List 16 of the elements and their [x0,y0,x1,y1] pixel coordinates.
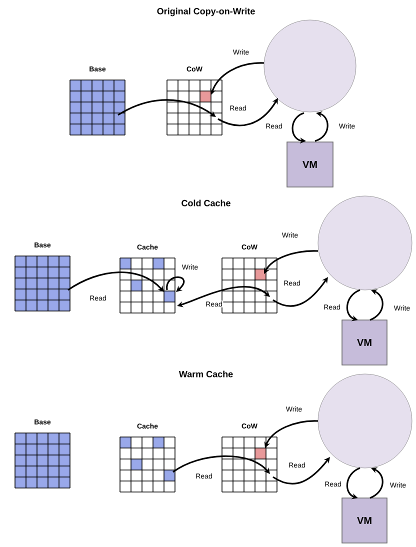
vm-box: VM [342,320,388,366]
circle [318,374,412,468]
vm-box: VM [286,142,334,188]
panel-title: Warm Cache [178,370,233,378]
arrow [166,276,185,292]
circle [264,20,356,112]
arrow [172,455,270,474]
panel-title: Cold Cache [182,200,230,206]
arrow [218,98,278,126]
arrow [272,457,330,484]
vm-box: VM [342,498,388,544]
arrow [272,277,328,307]
circle [318,196,412,290]
arrow [118,99,216,117]
arrow [68,272,164,292]
panel-title: Original Copy-on-Write [157,8,255,16]
